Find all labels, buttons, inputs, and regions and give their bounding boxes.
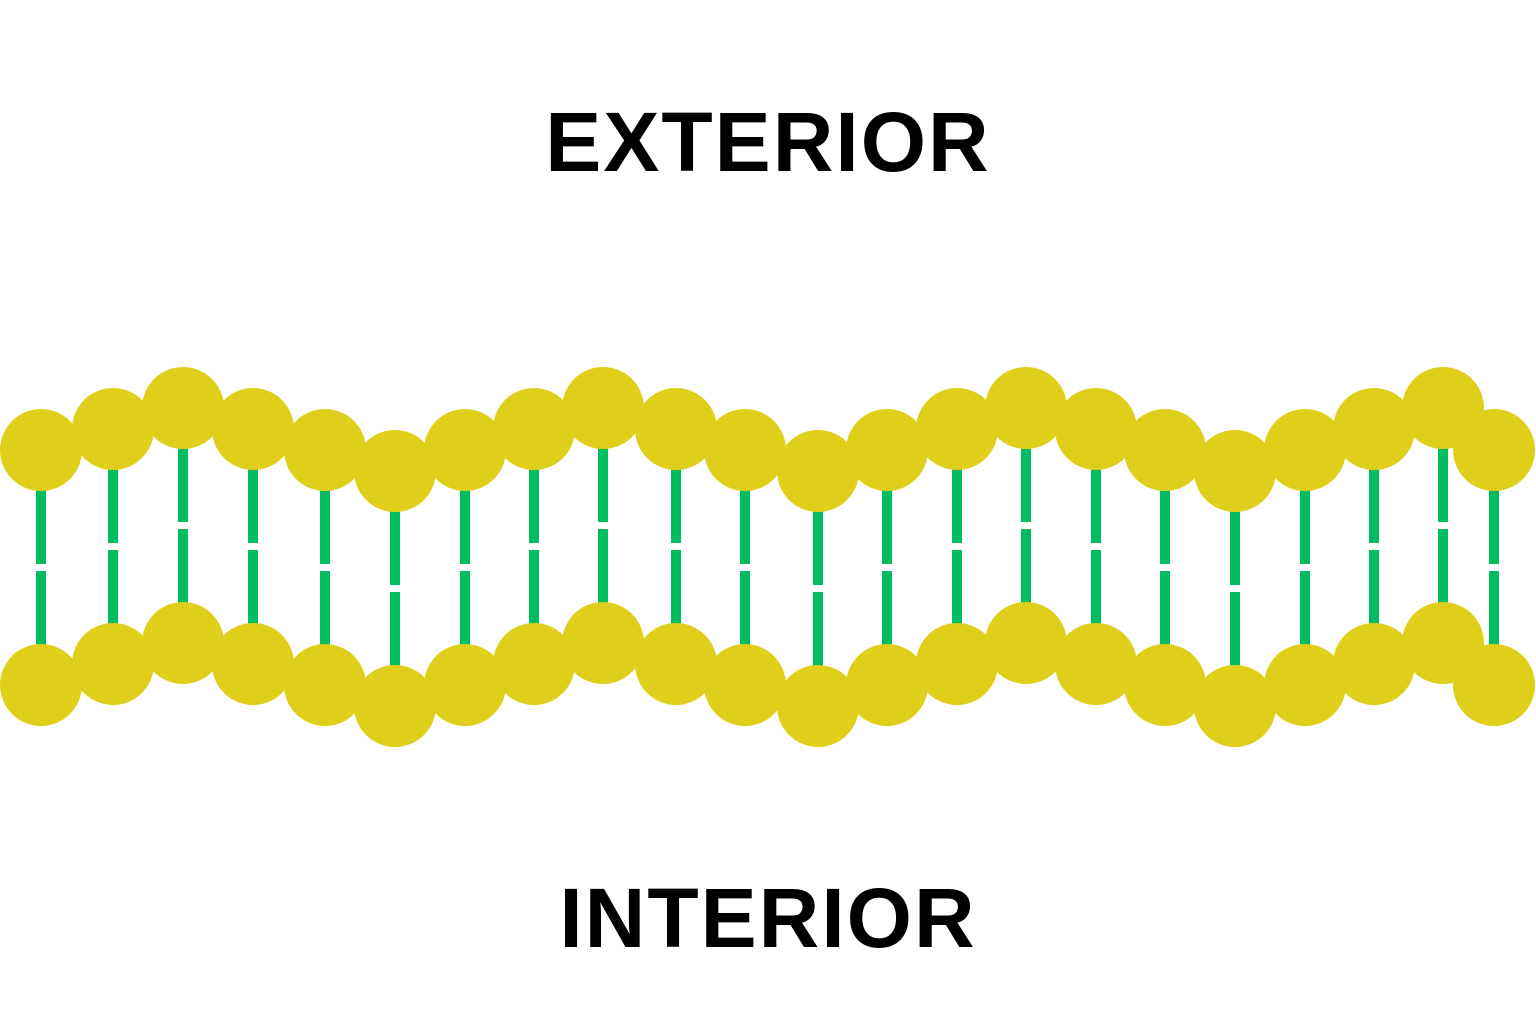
outer-phosphate-head <box>985 367 1067 449</box>
inner-phosphate-head <box>0 644 82 726</box>
outer-phosphate-head <box>424 409 506 491</box>
exterior-label: EXTERIOR <box>545 95 991 189</box>
outer-lipid-tail <box>320 489 330 564</box>
outer-lipid-tail <box>1489 489 1499 564</box>
inner-lipid-tail <box>178 529 188 604</box>
inner-lipid-tail <box>882 571 892 646</box>
outer-phosphate-head <box>1194 430 1276 512</box>
inner-phosphate-head <box>562 602 644 684</box>
inner-phosphate-head <box>777 665 859 747</box>
inner-lipid-tail <box>320 571 330 646</box>
outer-lipid-tail <box>36 489 46 564</box>
inner-phosphate-head <box>284 644 366 726</box>
inner-phosphate-head <box>985 602 1067 684</box>
outer-phosphate-head <box>354 430 436 512</box>
outer-phosphate-head <box>0 409 82 491</box>
inner-lipid-tail <box>1091 550 1101 625</box>
outer-lipid-tail <box>952 468 962 543</box>
outer-lipid-tail <box>598 447 608 522</box>
outer-phosphate-head <box>1055 388 1137 470</box>
outer-phosphate-head <box>493 388 575 470</box>
outer-lipid-tail <box>1230 510 1240 585</box>
outer-lipid-tail <box>1091 468 1101 543</box>
outer-phosphate-head <box>704 409 786 491</box>
outer-lipid-tail <box>529 468 539 543</box>
inner-phosphate-head <box>1194 665 1276 747</box>
inner-lipid-tail <box>1230 592 1240 667</box>
inner-phosphate-head <box>354 665 436 747</box>
outer-lipid-tail <box>1438 447 1448 522</box>
outer-lipid-tail <box>671 468 681 543</box>
inner-lipid-tail <box>460 571 470 646</box>
inner-phosphate-head <box>1055 623 1137 705</box>
outer-lipid-tail <box>460 489 470 564</box>
inner-lipid-tail <box>390 592 400 667</box>
inner-lipid-tail <box>248 550 258 625</box>
interior-label: INTERIOR <box>559 871 977 965</box>
inner-lipid-tail <box>952 550 962 625</box>
outer-lipid-tail <box>390 510 400 585</box>
outer-phosphate-head <box>916 388 998 470</box>
inner-phosphate-head <box>424 644 506 726</box>
inner-phosphate-head <box>72 623 154 705</box>
inner-phosphate-head <box>493 623 575 705</box>
inner-lipid-tail <box>36 571 46 646</box>
outer-lipid-tail <box>740 489 750 564</box>
outer-lipid-tail <box>1369 468 1379 543</box>
inner-phosphate-head <box>142 602 224 684</box>
inner-phosphate-head <box>1333 623 1415 705</box>
inner-lipid-tail <box>671 550 681 625</box>
outer-phosphate-head <box>1333 388 1415 470</box>
inner-phosphate-head <box>846 644 928 726</box>
inner-lipid-tail <box>1489 571 1499 646</box>
outer-phosphate-head <box>635 388 717 470</box>
outer-phosphate-head <box>212 388 294 470</box>
outer-phosphate-head <box>284 409 366 491</box>
inner-phosphate-head <box>704 644 786 726</box>
outer-phosphate-head <box>1264 409 1346 491</box>
inner-phosphate-head <box>635 623 717 705</box>
outer-lipid-tail <box>1021 447 1031 522</box>
outer-lipid-tail <box>813 510 823 585</box>
outer-lipid-tail <box>1300 489 1310 564</box>
inner-lipid-tail <box>598 529 608 604</box>
inner-lipid-tail <box>740 571 750 646</box>
outer-lipid-tail <box>882 489 892 564</box>
outer-phosphate-head <box>1453 409 1535 491</box>
inner-lipid-tail <box>1369 550 1379 625</box>
inner-phosphate-head <box>1264 644 1346 726</box>
inner-lipid-tail <box>1160 571 1170 646</box>
outer-phosphate-head <box>846 409 928 491</box>
inner-lipid-tail <box>1300 571 1310 646</box>
outer-phosphate-head <box>72 388 154 470</box>
inner-phosphate-head <box>916 623 998 705</box>
outer-phosphate-head <box>142 367 224 449</box>
inner-phosphate-head <box>1453 644 1535 726</box>
outer-lipid-tail <box>1160 489 1170 564</box>
inner-lipid-tail <box>1438 529 1448 604</box>
outer-lipid-tail <box>178 447 188 522</box>
outer-phosphate-head <box>777 430 859 512</box>
inner-phosphate-head <box>1124 644 1206 726</box>
inner-lipid-tail <box>108 550 118 625</box>
inner-phosphate-head <box>212 623 294 705</box>
outer-lipid-tail <box>108 468 118 543</box>
outer-lipid-tail <box>248 468 258 543</box>
inner-lipid-tail <box>813 592 823 667</box>
outer-phosphate-head <box>1124 409 1206 491</box>
inner-lipid-tail <box>529 550 539 625</box>
inner-lipid-tail <box>1021 529 1031 604</box>
outer-phosphate-head <box>562 367 644 449</box>
